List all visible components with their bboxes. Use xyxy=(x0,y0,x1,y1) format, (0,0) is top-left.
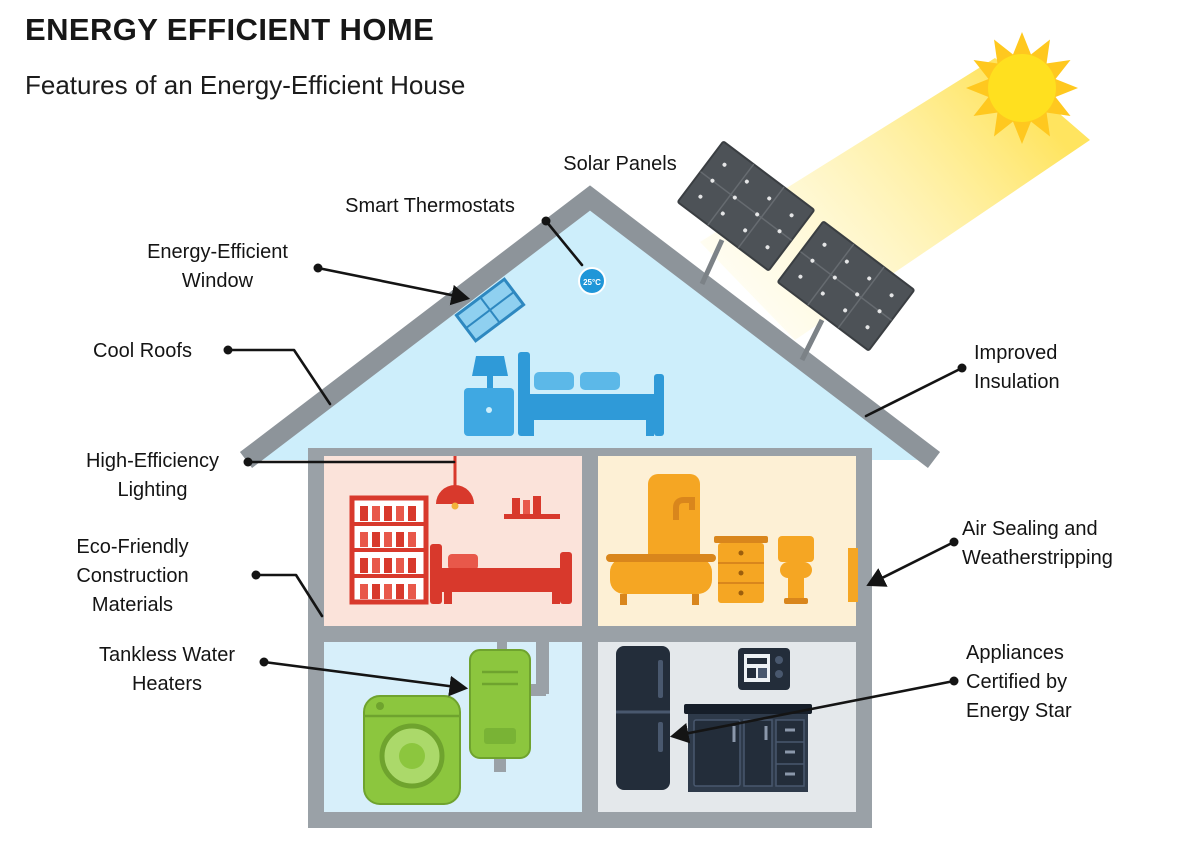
sun-icon xyxy=(966,32,1078,144)
tankless-water-heater-icon xyxy=(469,649,531,759)
pendant-lamp-icon xyxy=(436,456,474,510)
leader-energy-efficient-window xyxy=(316,266,471,306)
wall-shelf-icon xyxy=(504,496,560,519)
nightstand-lamp-icon xyxy=(464,356,514,436)
leader-air-sealing xyxy=(866,540,956,587)
weatherstrip-icon xyxy=(848,548,858,602)
page-title: ENERGY EFFICIENT HOME xyxy=(25,12,435,47)
label-solar-panels: Solar Panels xyxy=(563,153,677,175)
label-high-efficiency-lighting: High-Efficiency Lighting xyxy=(85,450,220,501)
page-subtitle: Features of an Energy-Efficient House xyxy=(25,70,466,100)
bathtub-icon xyxy=(606,554,716,605)
thermostat-reading: 25°C xyxy=(583,278,601,287)
microwave-icon xyxy=(738,648,790,690)
washing-machine-icon xyxy=(363,695,461,805)
smart-thermostat-icon: 25°C xyxy=(578,267,606,295)
label-cool-roofs: Cool Roofs xyxy=(93,340,192,362)
solar-panel-icon xyxy=(677,141,815,271)
label-energy-efficient-window: Energy-Efficient Window xyxy=(147,241,288,292)
label-improved-insulation: Improved Insulation xyxy=(974,342,1060,393)
label-air-sealing-and-weatherstripping: Air Sealing and Weatherstripping xyxy=(962,518,1113,569)
leader-smart-thermostats xyxy=(544,219,584,267)
label-eco-friendly-construction-materials: Eco-Friendly Construction Materials xyxy=(76,536,189,616)
leader-appliances xyxy=(669,679,956,744)
solar-panel-legs xyxy=(699,238,825,362)
leader-dots xyxy=(223,216,967,686)
kitchen-counter-icon xyxy=(684,704,812,792)
label-tankless-water-heaters: Tankless Water Heaters xyxy=(99,644,235,695)
solar-panel-icon xyxy=(777,221,915,351)
label-appliances-certified-by-energy-star: Appliances Certified by Energy Star xyxy=(966,642,1072,722)
label-smart-thermostats: Smart Thermostats xyxy=(345,195,515,217)
living-room-bed-icon xyxy=(430,544,572,604)
shower-icon xyxy=(648,474,700,564)
leader-tankless-water-heaters xyxy=(262,660,469,697)
toilet-icon xyxy=(778,536,814,604)
leader-improved-insulation xyxy=(864,366,964,418)
refrigerator-icon xyxy=(616,646,670,790)
attic-room xyxy=(246,198,934,460)
roof xyxy=(239,185,941,468)
bathroom-cabinet-icon xyxy=(714,536,768,603)
bookshelf-icon xyxy=(349,495,429,605)
leader-cool-roofs xyxy=(226,348,332,406)
leader-eco-friendly xyxy=(254,573,324,618)
attic-bed-icon xyxy=(518,352,664,436)
energy-efficient-window-icon xyxy=(454,277,526,343)
